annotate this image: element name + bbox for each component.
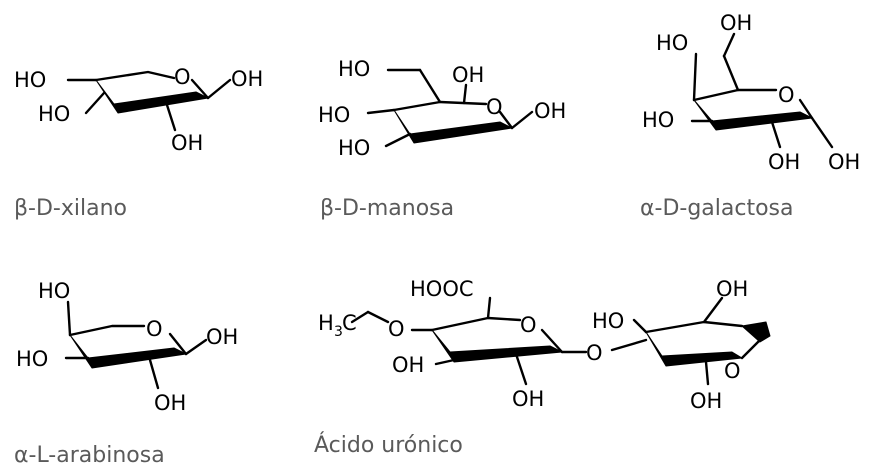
uronic-left-ring-oxygen: O (520, 313, 537, 337)
xylose-ho-mid: HO (38, 102, 70, 126)
uronic-methyl-h: H (318, 311, 334, 335)
uronic-ether-oxygen: O (388, 317, 405, 341)
uronic-right-ring-wedge (741, 321, 771, 343)
structure-uronic-acid: H 3 C O HOOC O OH OH O HO OH O OH Ácido … (314, 277, 771, 458)
uronic-methoxy-bond (350, 310, 370, 324)
structure-mannose: HO OH HO O OH HO β-D-manosa (318, 57, 566, 221)
uronic-right-ring-oxygen: O (724, 359, 741, 383)
xylose-ring-oxygen: O (174, 65, 191, 89)
mannose-caption: β-D-manosa (320, 196, 454, 221)
arabinose-ring-back-edge (68, 324, 146, 337)
uronic-ho-right: HO (592, 309, 624, 333)
uronic-oh-left: OH (392, 353, 424, 377)
mannose-oh-top: OH (452, 63, 484, 87)
structure-galactose: OH HO O HO OH OH α-D-galactosa (640, 11, 860, 221)
galactose-caption: α-D-galactosa (640, 196, 793, 221)
arabinose-oh-bottom: OH (154, 391, 186, 415)
xylose-ring-o-bond (190, 78, 210, 100)
uronic-methyl-subscript: 3 (334, 324, 343, 340)
mannose-oh-right: OH (534, 99, 566, 123)
arabinose-ring-front-edge (69, 334, 187, 369)
xylose-ring-back-edge (94, 70, 176, 82)
galactose-ring-front-edge (693, 99, 813, 131)
arabinose-ho-mid: HO (16, 347, 48, 371)
uronic-right-ring-front-edge (645, 331, 743, 367)
arabinose-ring-oxygen: O (146, 317, 163, 341)
galactose-oh-bottom1: OH (768, 150, 800, 174)
mannose-ho-ch2: HO (338, 57, 370, 81)
xylose-caption: β-D-xilano (14, 196, 127, 221)
uronic-cooh: HOOC (410, 277, 474, 301)
galactose-ring-back-edge (692, 88, 778, 102)
structure-xylose: HO HO O OH OH β-D-xilano (14, 65, 263, 221)
arabinose-oh-right: OH (206, 325, 238, 349)
mannose-ho-bottom: HO (338, 136, 370, 160)
uronic-oh-top-right: OH (716, 277, 748, 301)
galactose-ring-oxygen: O (778, 83, 795, 107)
xylose-ring-front-edge (95, 79, 209, 114)
galactose-oh-top: OH (720, 11, 752, 35)
uronic-left-ring-back-edge (430, 316, 522, 332)
uronic-methyl-c: C (342, 311, 357, 335)
xylose-oh-bottom: OH (171, 131, 203, 155)
mannose-ring-oxygen: O (486, 95, 503, 119)
arabinose-ho-top: HO (38, 279, 70, 303)
galactose-ho-top: HO (656, 31, 688, 55)
arabinose-caption: α-L-arabinosa (14, 443, 165, 467)
uronic-left-ring-front-edge (431, 329, 563, 363)
structure-arabinose: HO HO O OH OH α-L-arabinosa (14, 279, 238, 467)
uronic-link-oxygen: O (586, 341, 603, 365)
uronic-right-ring-back-edge (644, 320, 744, 334)
uronic-oh-bottom: OH (512, 387, 544, 411)
xylose-ho-top: HO (14, 68, 46, 92)
mannose-ho-mid: HO (318, 103, 350, 127)
galactose-oh-bottom2: OH (828, 150, 860, 174)
uronic-acid-caption: Ácido urónico (314, 432, 463, 458)
uronic-oh-bottom-right: OH (690, 389, 722, 413)
mannose-ring-front-edge (393, 109, 513, 144)
galactose-ho-mid: HO (642, 108, 674, 132)
xylose-oh-right: OH (231, 67, 263, 91)
